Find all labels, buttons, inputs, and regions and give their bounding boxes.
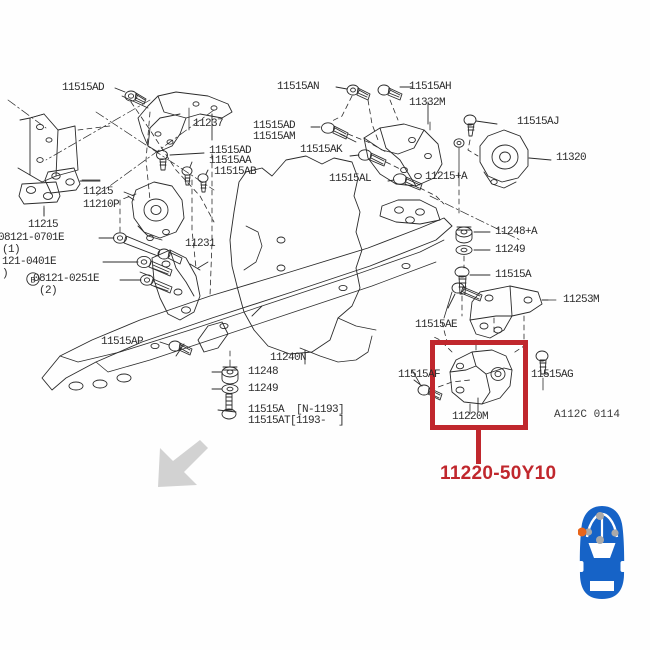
diagram-code: A112C 0114 <box>554 409 621 421</box>
bracket-11253M <box>469 285 557 339</box>
mount-11210P <box>123 181 185 242</box>
label-11231: 11231 <box>185 238 216 250</box>
label-11253M: 11253M <box>563 294 600 306</box>
link-rod-08121-0701E <box>113 232 183 265</box>
label-11515AK: 11515AK <box>300 144 343 156</box>
mount-11320 <box>479 129 529 189</box>
bolt-11515AD-mid <box>156 149 168 171</box>
circled-b-marker: B <box>26 272 40 286</box>
engine-block-outline <box>229 155 377 363</box>
label-11248-plus-A: 11248+A <box>495 226 538 238</box>
label-11515AP: 11515AP <box>101 336 144 348</box>
label-08121-0701E: 08121-0701E <box>0 232 65 244</box>
bolt-11515AM <box>321 122 349 140</box>
washer-11215A <box>453 138 465 148</box>
bolt-11515AD-top <box>124 90 147 105</box>
link-rod-08121-0251E <box>140 274 173 294</box>
bolt-11515AA <box>181 166 193 186</box>
bracket-11237 <box>121 91 233 153</box>
washer-11249-bottom <box>221 384 239 394</box>
label-11210P: 11210P <box>83 199 120 211</box>
label-11237: 11237 <box>193 118 224 130</box>
label-11515AN: 11515AN <box>277 81 320 93</box>
label-11515A-right: 11515A <box>495 269 532 281</box>
label-08121-0701E-qty: (1) <box>2 244 21 256</box>
label-11515AM: 11515AM <box>253 131 296 143</box>
label-11515AM-alt: 11515AD <box>253 120 296 132</box>
bolt-11515AL <box>393 173 423 191</box>
bracket-11332M <box>339 121 443 225</box>
label-11515AF: 11515AF <box>398 369 441 381</box>
highlight-pointer-line <box>476 430 481 464</box>
label-11515AE: 11515AE <box>415 319 458 331</box>
label-11515AD-top: 11515AD <box>62 82 105 94</box>
label-11240N: 11240N <box>270 352 307 364</box>
car-top-view-icon <box>578 506 626 599</box>
label-08121-0251E-qty: (2) <box>39 285 58 297</box>
label-11332M: 11332M <box>409 97 446 109</box>
label-11320: 11320 <box>556 152 587 164</box>
bolt-11515AN <box>346 84 371 101</box>
label-11515AA: 11515AA <box>209 155 252 167</box>
label-11515AB: 11515AB <box>214 166 257 178</box>
bolt-11515AJ <box>463 114 477 137</box>
svg-text:B: B <box>30 275 35 285</box>
label-11249: 11249 <box>248 383 279 395</box>
leader-lines <box>43 86 552 413</box>
bolt-11515AF <box>411 369 443 401</box>
centerlines <box>95 109 521 241</box>
left-bracket-group <box>7 99 151 183</box>
label-11215-upper: 11215 <box>83 186 114 198</box>
bolt-11515A-bottom <box>221 393 237 420</box>
label-11515AH: 11515AH <box>409 81 452 93</box>
label-11215A: 11215+A <box>425 171 468 183</box>
arrow-down-left-icon <box>158 440 208 487</box>
nut-11248 <box>221 366 239 385</box>
label-11248: 11248 <box>248 366 279 378</box>
label-121-0401E-qty: ) <box>2 268 9 280</box>
nut-11248-plus-A <box>455 226 473 244</box>
label-11515AG: 11515AG <box>531 369 574 381</box>
label-11515AL: 11515AL <box>329 173 372 185</box>
label-11220M: 11220M <box>452 411 489 423</box>
bracket-11231 <box>139 249 209 321</box>
crossmember-11240N <box>41 217 453 391</box>
label-08121-0251E: 08121-0251E <box>33 273 100 285</box>
bolt-11515AB <box>197 173 209 193</box>
washer-11249 <box>455 245 473 255</box>
label-121-0401E: 121-0401E <box>2 256 57 268</box>
insulator-11215-b <box>44 167 81 194</box>
label-11515AJ: 11515AJ <box>517 116 560 128</box>
mount-11220M <box>449 339 513 415</box>
label-11515AT-range: 11515AT[1193- ] <box>248 415 345 427</box>
bolt-11515AH <box>377 84 403 101</box>
link-11515AE <box>443 282 483 319</box>
bolt-11515A-right <box>454 266 470 295</box>
label-11215-lower: 11215 <box>28 219 59 231</box>
label-11249-right: 11249 <box>495 244 526 256</box>
highlight-box <box>430 340 528 430</box>
label-11515AD-mid: 11515AD <box>209 145 252 157</box>
bolt-11515AP <box>168 340 193 356</box>
insulator-11215-a <box>18 181 61 205</box>
label-11515A-range: 11515A [N-1193] <box>248 404 345 416</box>
highlighted-part-number: 11220-50Y10 <box>440 463 557 484</box>
